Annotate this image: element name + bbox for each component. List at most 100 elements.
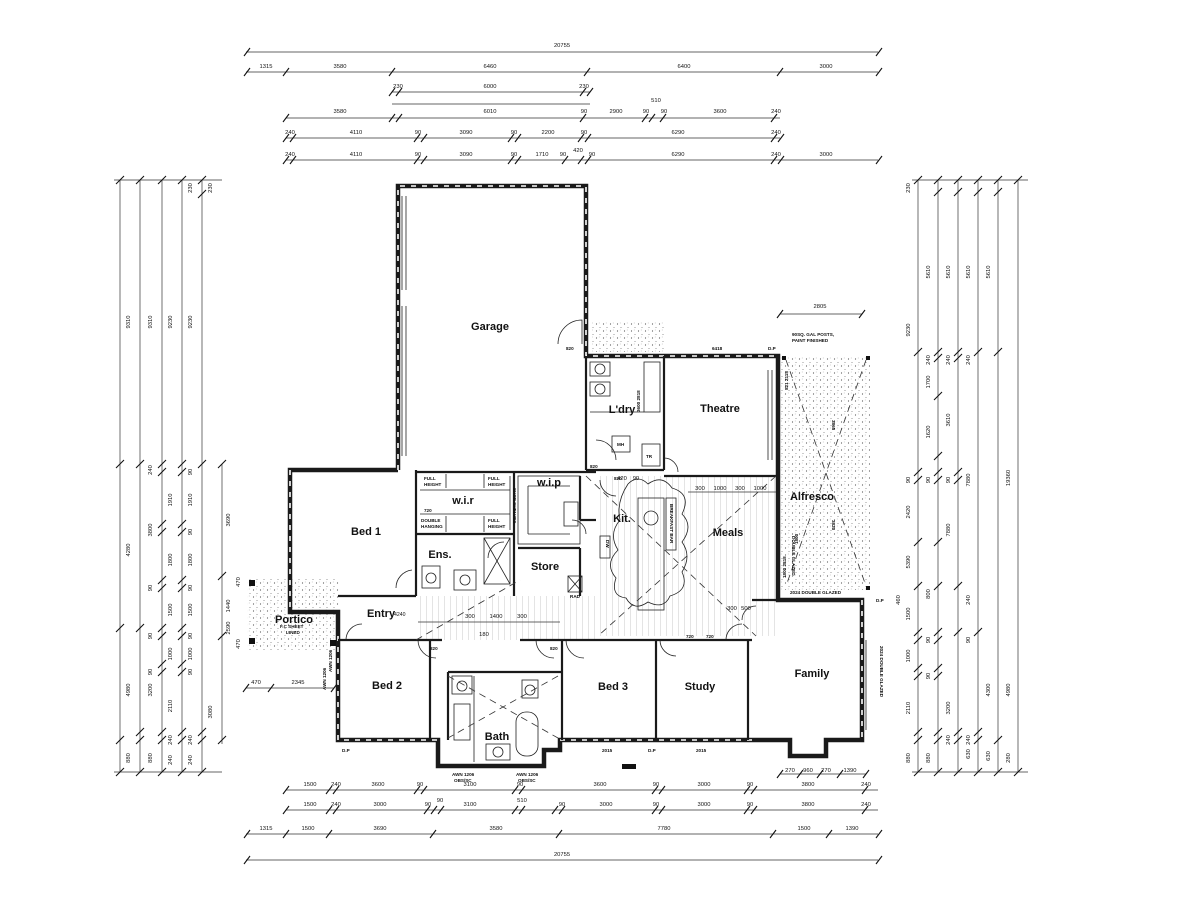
svg-text:90: 90 (425, 802, 431, 808)
svg-text:240: 240 (966, 735, 972, 745)
svg-text:880: 880 (148, 753, 154, 763)
svg-text:90: 90 (415, 152, 421, 158)
garage-doors (401, 196, 583, 456)
svg-text:821 2118: 821 2118 (784, 371, 789, 390)
bottom-dimensions: 270 960 270 1390 1500 240 3600 90 3100 9… (242, 476, 883, 865)
right-dimension-ticks (913, 175, 1023, 777)
room-label-garage: Garage (471, 321, 509, 333)
room-labels: Garage Theatre L'dry w.i.r w.i.p Bed 1 E… (275, 321, 834, 743)
door-swings (345, 439, 757, 659)
svg-text:1440: 1440 (226, 600, 232, 613)
svg-text:90: 90 (747, 802, 753, 808)
svg-text:1315: 1315 (260, 826, 273, 832)
svg-text:HEIGHT: HEIGHT (488, 524, 506, 529)
svg-text:1315: 1315 (260, 64, 273, 70)
svg-text:90SQ. GAL POSTS,: 90SQ. GAL POSTS, (792, 332, 834, 337)
bottom-dimension-ticks (242, 683, 883, 865)
svg-text:4110: 4110 (350, 130, 362, 136)
svg-text:FULL: FULL (488, 476, 500, 481)
kitchen-island-outline (610, 478, 689, 607)
hall-floorboards (418, 596, 598, 640)
svg-text:90: 90 (926, 637, 932, 643)
room-label-wip: w.i.p (536, 477, 561, 489)
svg-text:240: 240 (188, 755, 194, 765)
svg-text:AWN 1206: AWN 1206 (452, 772, 475, 777)
svg-text:1500: 1500 (906, 608, 912, 621)
svg-text:270: 270 (821, 768, 831, 774)
top-dimension-ticks (243, 47, 883, 319)
svg-text:90: 90 (559, 802, 565, 808)
svg-text:240: 240 (148, 465, 154, 475)
svg-text:3820: 3820 (831, 520, 836, 531)
svg-text:240: 240 (771, 152, 781, 158)
svg-text:6418: 6418 (712, 346, 723, 351)
svg-text:3610: 3610 (946, 414, 952, 427)
svg-text:9230: 9230 (906, 324, 912, 337)
svg-text:90: 90 (966, 637, 972, 643)
svg-text:90: 90 (747, 782, 753, 788)
svg-text:180: 180 (479, 632, 489, 638)
svg-text:230: 230 (188, 183, 194, 193)
svg-text:D.P: D.P (342, 748, 350, 753)
svg-text:AWN 1206: AWN 1206 (328, 649, 333, 672)
svg-text:240: 240 (946, 355, 952, 365)
svg-text:1800: 1800 (168, 554, 174, 567)
svg-text:820: 820 (430, 646, 438, 651)
svg-text:1910: 1910 (168, 494, 174, 507)
svg-text:90: 90 (906, 477, 912, 483)
svg-text:3600: 3600 (714, 109, 727, 115)
svg-text:300: 300 (465, 614, 475, 620)
svg-text:1390: 1390 (846, 826, 859, 832)
svg-text:240: 240 (168, 735, 174, 745)
svg-text:2420: 2420 (906, 506, 912, 519)
svg-text:5610: 5610 (986, 266, 992, 279)
svg-text:240: 240 (966, 595, 972, 605)
svg-text:2805: 2805 (814, 304, 827, 310)
svg-text:3865: 3865 (831, 420, 836, 431)
svg-text:90: 90 (148, 669, 154, 675)
svg-text:240: 240 (285, 130, 295, 136)
svg-text:1500: 1500 (798, 826, 811, 832)
svg-text:470: 470 (251, 680, 261, 686)
svg-text:4240: 4240 (394, 612, 406, 618)
room-label-ensuite: Ens. (428, 549, 451, 561)
svg-text:90: 90 (511, 152, 517, 158)
svg-text:2024 DOUBLE GLAZED: 2024 DOUBLE GLAZED (879, 646, 884, 698)
svg-text:90: 90 (589, 152, 595, 158)
svg-text:9230: 9230 (168, 316, 174, 329)
svg-text:9230: 9230 (188, 316, 194, 329)
svg-text:90: 90 (511, 130, 517, 136)
room-label-wir: w.i.r (451, 495, 474, 507)
svg-text:BREAKFAST BAR: BREAKFAST BAR (669, 504, 674, 544)
svg-text:1000: 1000 (714, 486, 727, 492)
svg-text:F.C SHEET: F.C SHEET (280, 624, 304, 629)
svg-text:90: 90 (517, 782, 523, 788)
room-label-meals: Meals (713, 527, 744, 539)
svg-text:240: 240 (771, 109, 781, 115)
svg-text:460: 460 (896, 595, 902, 605)
svg-text:270: 270 (785, 768, 795, 774)
svg-text:230: 230 (906, 183, 912, 193)
svg-text:2015: 2015 (696, 748, 707, 753)
svg-text:880: 880 (926, 753, 932, 763)
svg-text:240: 240 (331, 782, 341, 788)
svg-text:3100: 3100 (464, 782, 477, 788)
svg-text:AWN 1206: AWN 1206 (516, 772, 539, 777)
svg-text:3690: 3690 (374, 826, 387, 832)
room-label-bed2: Bed 2 (372, 680, 402, 692)
svg-text:470: 470 (236, 577, 242, 587)
svg-text:3580: 3580 (490, 826, 503, 832)
room-label-laundry: L'dry (609, 404, 636, 416)
svg-text:1000: 1000 (906, 650, 912, 663)
svg-text:90: 90 (643, 109, 649, 115)
svg-text:DOUBLE: DOUBLE (421, 518, 440, 523)
svg-text:9310: 9310 (126, 316, 132, 329)
svg-text:280: 280 (1006, 753, 1012, 763)
svg-text:D.P: D.P (648, 748, 656, 753)
svg-text:20755: 20755 (554, 43, 570, 49)
svg-text:2345: 2345 (292, 680, 305, 686)
svg-text:300: 300 (517, 614, 527, 620)
room-label-portico: Portico (275, 614, 313, 626)
svg-text:1500: 1500 (304, 782, 317, 788)
svg-text:3000: 3000 (820, 152, 833, 158)
